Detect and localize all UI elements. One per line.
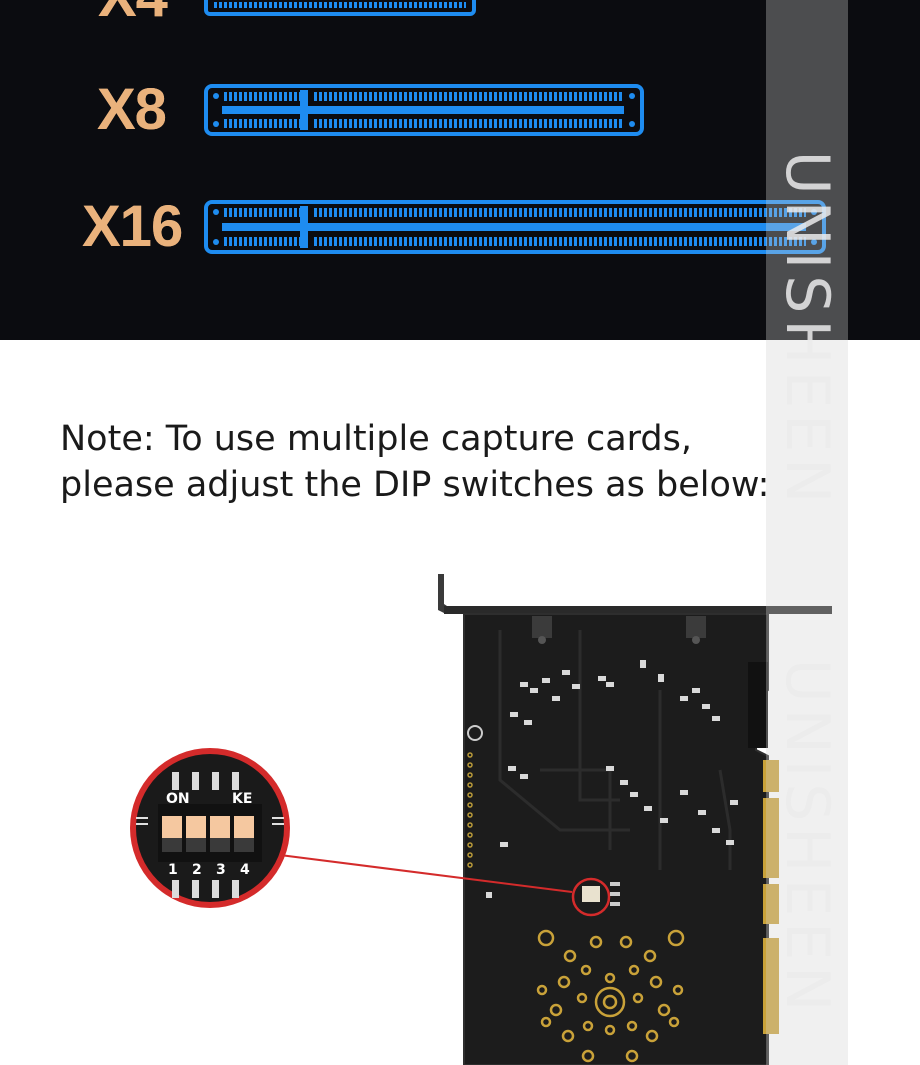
slot-illustration-panel: X4 X8 X16 — [0, 0, 920, 340]
dip-number-2: 2 — [192, 862, 202, 878]
callout-line — [271, 853, 573, 893]
capture-card-image — [438, 574, 832, 1065]
pcie-slot-x16 — [204, 200, 826, 254]
note-line-1: Note: To use multiple capture cards, — [60, 419, 692, 459]
dip-switch-magnified: ON KE 1 2 3 4 — [130, 748, 290, 908]
slot-label-x4: X4 — [98, 0, 168, 26]
dip-ke-label: KE — [232, 791, 252, 807]
watermark-text: UNISHEEN — [772, 150, 842, 510]
dip-switch-zoom: ON KE 1 2 3 4 — [128, 746, 292, 914]
pcie-slot-x8 — [204, 84, 644, 136]
dip-number-1: 1 — [168, 862, 178, 878]
note-line-2: please adjust the DIP switches as below: — [60, 465, 770, 505]
dip-switch-note: Note: To use multiple capture cards, ple… — [60, 416, 860, 508]
dip-number-4: 4 — [240, 862, 250, 878]
watermark-text: UNISHEEN — [772, 658, 842, 1018]
slot-label-x16: X16 — [82, 194, 183, 259]
dip-number-3: 3 — [216, 862, 226, 878]
pcie-slot-x4 — [204, 0, 476, 16]
slot-label-x8: X8 — [97, 77, 167, 142]
dip-on-label: ON — [166, 791, 190, 807]
watermark-strip — [766, 0, 848, 1065]
